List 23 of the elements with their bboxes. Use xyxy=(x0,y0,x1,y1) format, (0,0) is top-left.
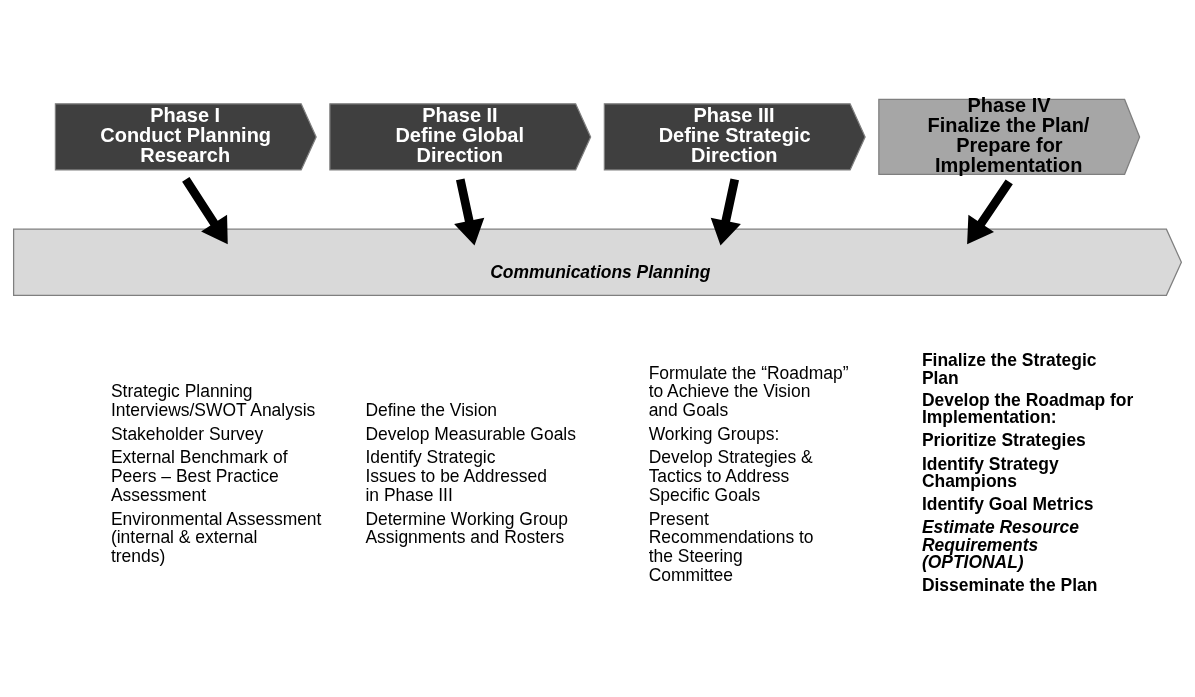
arrow xyxy=(182,176,228,244)
label: Prioritize Strategies xyxy=(921,429,1086,450)
arrow xyxy=(454,177,485,245)
label: Present Recommendations to the Steering Committee xyxy=(648,508,814,585)
label: Identify Strategic Issues to be Addressed in Phase III xyxy=(365,446,547,505)
label: Identify Strategy Champions xyxy=(921,453,1059,491)
label: Working Groups: xyxy=(648,423,780,444)
label: Develop Strategies & Tactics to Address Specific Goals xyxy=(648,446,813,505)
label: Define the Vision xyxy=(365,399,498,420)
label: Stakeholder Survey xyxy=(110,423,264,444)
label: Disseminate the Plan xyxy=(921,574,1098,595)
label: Identify Goal Metrics xyxy=(921,493,1094,514)
label: Develop Measurable Goals xyxy=(365,423,576,444)
label: Formulate the “Roadmap” to Achieve the Vision and Goals xyxy=(648,362,849,420)
label: Environmental Assessment (internal & external trends) xyxy=(110,508,322,566)
label: Estimate Resource Requirements (OPTIONAL) xyxy=(921,516,1080,572)
label: Strategic Planning Interviews/SWOT Analysis xyxy=(110,380,316,420)
label: Finalize the Strategic Plan xyxy=(921,349,1097,388)
label: Develop the Roadmap for Implementation: xyxy=(921,389,1134,427)
label: External Benchmark of Peers – Best Practice Assessment xyxy=(110,446,288,505)
label: Determine Working Group Assignments and Rosters xyxy=(365,508,568,547)
arrow xyxy=(710,177,741,245)
arrow xyxy=(967,178,1013,244)
